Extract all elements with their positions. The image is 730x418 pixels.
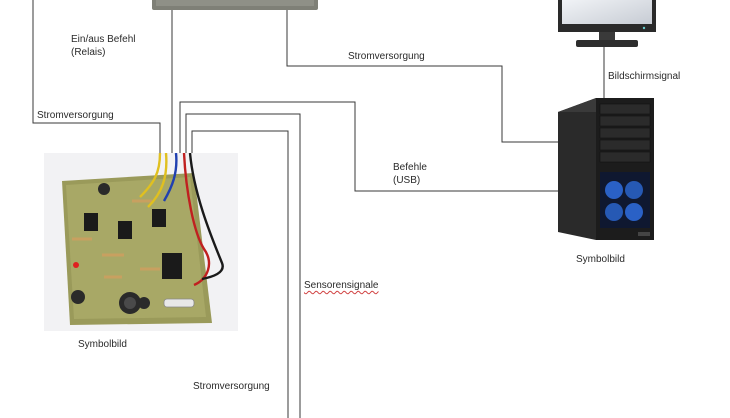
usb-command-line: [179, 101, 558, 192]
label-power-supply-left: Stromversorgung: [37, 110, 114, 121]
label-relay-command-line1: Ein/aus Befehl: [71, 34, 136, 45]
label-monitor-signal: Bildschirmsignal: [608, 71, 681, 82]
label-usb-commands-line2: (USB): [393, 175, 421, 186]
pc-caption: Symbolbild: [576, 254, 625, 265]
power-line-bottom: [191, 130, 289, 418]
power-line-top: [286, 0, 558, 143]
power-line-left: [32, 0, 161, 158]
relay-box-image: [152, 0, 318, 10]
monitor-image: [558, 0, 656, 47]
label-power-supply-top: Stromversorgung: [348, 51, 425, 62]
label-usb-commands: Befehle (USB): [393, 161, 427, 187]
label-relay-command-line2: (Relais): [71, 47, 106, 58]
label-power-supply-bottom: Stromversorgung: [193, 381, 270, 392]
label-relay-command: Ein/aus Befehl (Relais): [71, 33, 136, 59]
board-caption: Symbolbild: [78, 339, 127, 350]
pc-tower-image: [558, 98, 654, 240]
sensor-signal-line: [185, 113, 301, 418]
circuit-board-image: [44, 153, 238, 331]
label-usb-commands-line1: Befehle: [393, 162, 427, 173]
label-sensor-signals: Sensorensignale: [304, 280, 379, 291]
